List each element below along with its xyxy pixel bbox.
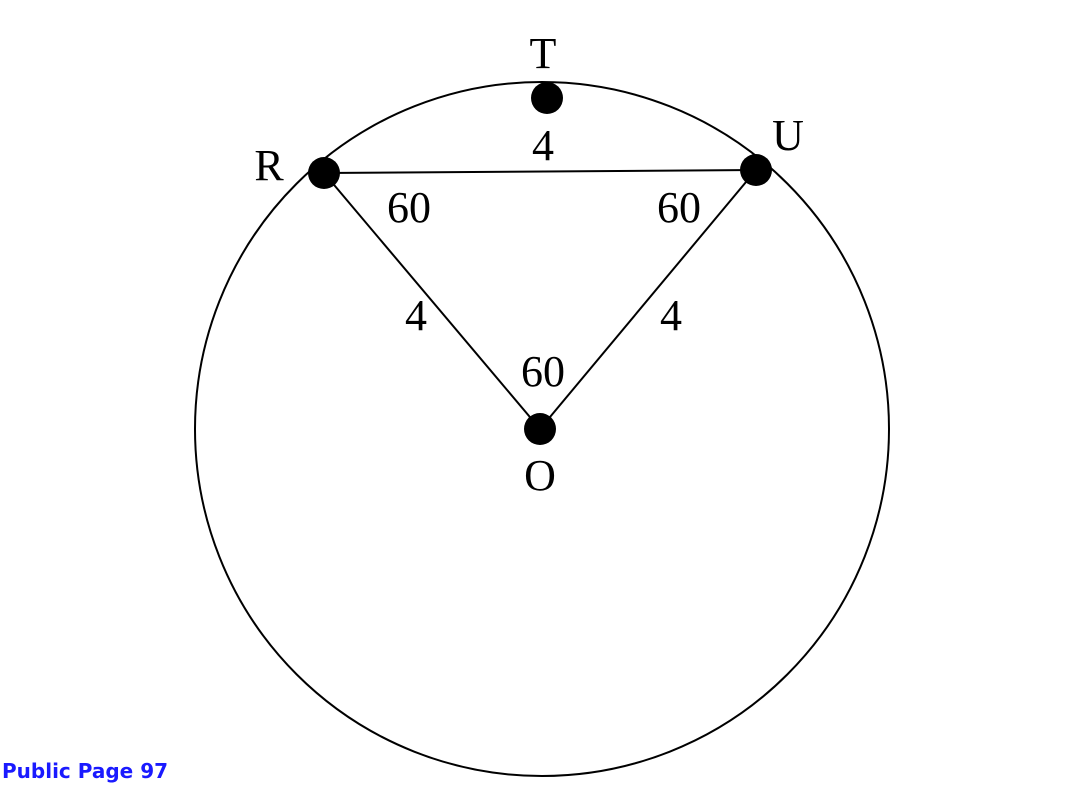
measure-angle-R: 60 <box>387 183 431 232</box>
measure-side-RO: 4 <box>405 291 427 340</box>
point-U <box>740 154 772 186</box>
measure-angle-U: 60 <box>657 183 701 232</box>
circle <box>194 81 890 777</box>
label-U: U <box>772 111 804 160</box>
point-T <box>531 82 563 114</box>
point-R <box>308 157 340 189</box>
segment-RO <box>323 172 541 430</box>
label-R: R <box>254 141 284 190</box>
label-T: T <box>530 29 557 78</box>
segment-RU <box>323 169 757 174</box>
measure-angle-O: 60 <box>521 347 565 396</box>
footer-page-label: Public Page 97 <box>2 759 169 783</box>
measure-chord-RU: 4 <box>532 121 554 170</box>
label-O: O <box>524 451 556 500</box>
measure-side-UO: 4 <box>660 291 682 340</box>
point-O <box>524 413 556 445</box>
segment-UO <box>539 169 757 430</box>
